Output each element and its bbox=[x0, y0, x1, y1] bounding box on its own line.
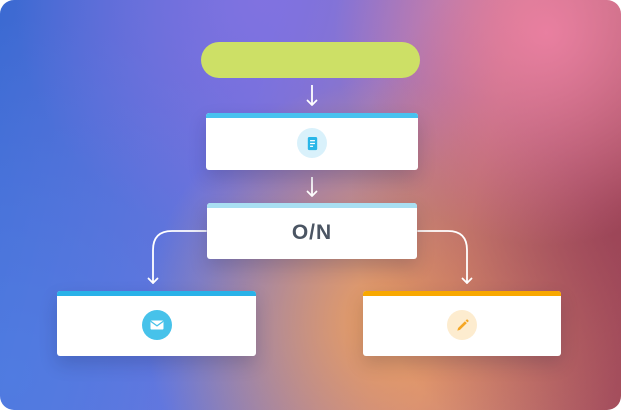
document-node[interactable] bbox=[206, 113, 418, 170]
decision-node-accent bbox=[207, 203, 417, 208]
start-node[interactable] bbox=[201, 42, 420, 78]
decision-node[interactable]: O/N bbox=[207, 203, 417, 259]
arrow-decision-to-edit bbox=[417, 230, 473, 284]
pencil-icon bbox=[447, 310, 477, 340]
document-node-accent bbox=[206, 113, 418, 118]
mail-icon bbox=[141, 310, 172, 340]
edit-node-accent bbox=[363, 291, 561, 296]
edit-node[interactable] bbox=[363, 291, 561, 356]
mail-node[interactable] bbox=[57, 291, 256, 356]
decision-label: O/N bbox=[291, 220, 333, 244]
document-icon bbox=[297, 128, 327, 158]
mail-node-accent bbox=[57, 291, 256, 296]
arrow-decision-to-mail bbox=[147, 230, 207, 284]
